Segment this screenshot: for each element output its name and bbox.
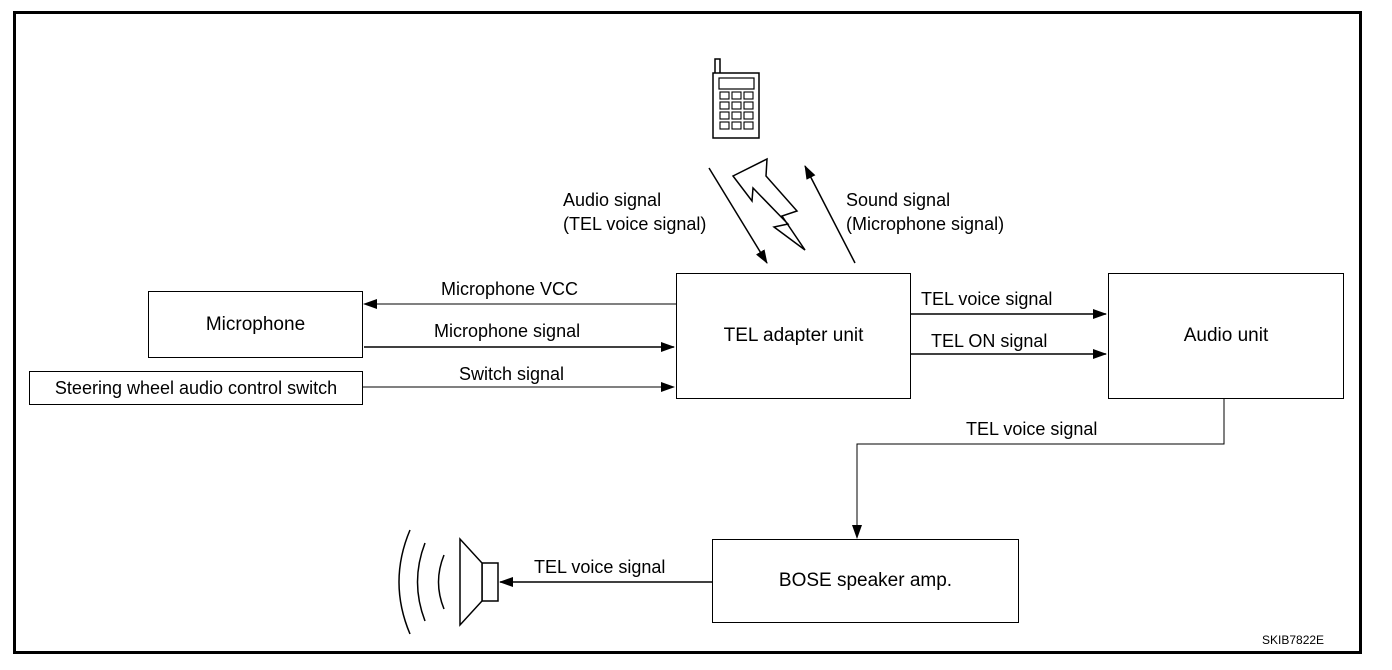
audio-signal-arrow <box>708 167 768 264</box>
tel-voice-to-speaker-label: TEL voice signal <box>534 557 666 577</box>
tel-voice-to-audio-label: TEL voice signal <box>921 289 1053 309</box>
tel-on-signal-label: TEL ON signal <box>931 331 1048 351</box>
cellphone-icon <box>712 58 760 139</box>
microphone-vcc-label: Microphone VCC <box>441 279 579 299</box>
bose-amp-label: BOSE speaker amp. <box>778 570 953 591</box>
tel-voice-to-amp-arrow <box>852 398 1225 539</box>
diagram-frame <box>13 11 1362 654</box>
audio-unit-box: Audio unit <box>1108 273 1344 399</box>
wireless-link-icon <box>731 157 806 251</box>
tel-adapter-box: TEL adapter unit <box>676 273 911 399</box>
audio-signal-label: Audio signal (TEL voice signal) <box>563 190 707 234</box>
steering-switch-box: Steering wheel audio control switch <box>29 371 363 405</box>
microphone-label: Microphone <box>205 313 306 335</box>
sound-signal-label: Sound signal (Microphone signal) <box>846 190 1005 234</box>
steering-switch-label: Steering wheel audio control switch <box>54 377 338 398</box>
tel-adapter-label: TEL adapter unit <box>723 325 864 346</box>
audio-unit-label: Audio unit <box>1183 325 1269 346</box>
switch-signal-label: Switch signal <box>459 364 565 384</box>
figure-code: SKIB7822E <box>1262 633 1325 647</box>
speaker-icon <box>398 529 499 635</box>
microphone-box: Microphone <box>148 291 363 358</box>
bose-amp-box: BOSE speaker amp. <box>712 539 1019 623</box>
tel-voice-to-amp-label: TEL voice signal <box>966 419 1098 439</box>
sound-signal-arrow <box>804 165 856 264</box>
microphone-signal-label: Microphone signal <box>434 321 581 341</box>
